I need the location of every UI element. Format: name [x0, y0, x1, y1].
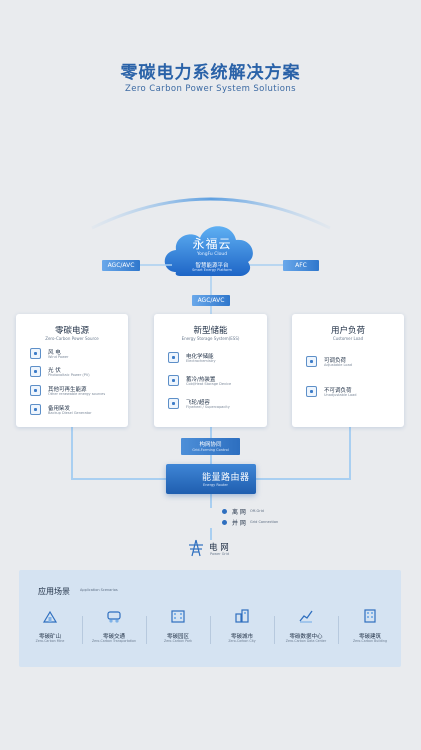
transport-icon [107, 611, 121, 623]
item-label-en: Photovoltaic Power (PV) [48, 373, 90, 377]
divider [274, 616, 275, 644]
cloud-name: 永福云 [192, 237, 232, 251]
item-label: 蓄冷/热装置 [186, 377, 216, 383]
power-grid-label-en: Power Grid [210, 552, 230, 556]
scenario-label-en: Zero-Carbon Park [164, 639, 192, 643]
page-title: 零碳电力系统解决方案 [120, 63, 301, 83]
sky-arc [91, 197, 331, 230]
scenario-label-en: Zero-Carbon City [228, 639, 256, 643]
item-label: 电化学储能 [186, 354, 214, 360]
divider [338, 616, 339, 644]
energy-router-label: 能量路由器 [202, 473, 250, 483]
grid-connection-label: 并 网 [232, 520, 246, 527]
item-label-en: Adjustable Load [324, 363, 352, 367]
off-grid-label-en: Off-Grid [250, 509, 264, 513]
item-label: 不可调负荷 [324, 388, 352, 394]
panel-title-en: Zero-Carbon Power Source [45, 336, 99, 341]
wind-icon [30, 348, 41, 359]
scenario-label-en: Zero-Carbon Building [353, 639, 387, 643]
energy-router-label-en: Energy Router [203, 483, 228, 487]
item-label-en: Unadjustable Load [324, 393, 357, 397]
item-label: 可调负荷 [324, 358, 347, 364]
item-label-en: Flywheel / Supercapacity [186, 405, 230, 409]
panel-customer-load: 用户负荷 Customer Load 可调负荷 Adjustable Load … [292, 314, 404, 427]
generator-icon [30, 404, 41, 415]
grid-connection-dot [222, 520, 227, 525]
panel-energy-storage: 新型储能 Energy Storage System(ESS) 电化学储能 El… [154, 314, 267, 427]
city-icon [235, 609, 249, 623]
off-grid-label: 离 网 [232, 509, 246, 516]
scenario-label-en: Zero-Carbon Transportation [91, 639, 137, 643]
divider [82, 616, 83, 644]
panel-title: 用户负荷 [330, 326, 365, 336]
scenario-label: 零碳交通 [102, 634, 125, 640]
scenario-label: 零碳建筑 [358, 634, 381, 640]
power-tower-icon [189, 539, 203, 557]
flywheel-icon [168, 398, 179, 409]
panel-title-en: Energy Storage System(ESS) [181, 336, 240, 341]
power-grid-label: 电 网 [209, 543, 229, 553]
battery-icon [168, 352, 179, 363]
grid-forming-box [181, 438, 240, 455]
cloud-subtitle-en: Smart Energy Platform [192, 268, 232, 272]
park-icon [171, 610, 185, 623]
panel-power-source: 零碳电源 Zero-Carbon Power Source 风 电 Wind P… [16, 314, 128, 427]
solar-icon [30, 366, 41, 377]
renewable-icon [30, 385, 41, 396]
grid-forming-label: 构网协同 [199, 442, 222, 448]
panel-title: 零碳电源 [54, 326, 89, 336]
divider [210, 616, 211, 644]
scenario-label-en: Zero-Carbon Data Center [285, 639, 327, 643]
item-label-en: Other renewable energy sources [48, 392, 106, 396]
scenario-label: 零碳城市 [230, 634, 253, 640]
cloud-subtitle: 智慧能源平台 [195, 263, 229, 269]
data-center-icon [299, 610, 313, 623]
cloud-name-en: YongFu Cloud [196, 252, 228, 257]
item-label: 其他可再生能源 [48, 387, 87, 393]
grid-connection-label-en: Grid Connection [250, 520, 279, 524]
item-label: 备用柴发 [48, 406, 71, 412]
panel-title-en: Customer Load [332, 336, 364, 341]
item-label-en: Backup Diesel Generator [48, 411, 92, 415]
application-scenarios-title: 应用场景 [38, 587, 70, 596]
energy-router-box [166, 464, 256, 494]
mine-icon [42, 610, 58, 623]
panel-title: 新型储能 [193, 326, 228, 336]
item-label-en: Wind Power [48, 355, 69, 359]
item-label: 风 电 [48, 350, 61, 356]
afc-tag: AFC [283, 260, 319, 271]
agc-avc-tag-center: AGC/AVC [192, 295, 230, 306]
off-grid-dot [222, 509, 227, 514]
scenario-label: 零碳矿山 [38, 634, 61, 640]
application-scenarios-title-en: Application Scenarios [80, 588, 118, 592]
cloud-shape [164, 226, 253, 276]
scenario-label: 零碳数据中心 [289, 634, 323, 640]
building-icon [364, 609, 376, 623]
item-label-en: Cold/Heat Storage Device [186, 382, 232, 386]
unadjustable-load-icon [306, 386, 317, 397]
scenario-label: 零碳园区 [166, 634, 189, 640]
item-label: 飞轮/超容 [186, 400, 210, 406]
adjustable-load-icon [306, 356, 317, 367]
page-subtitle: Zero Carbon Power System Solutions [124, 84, 297, 94]
thermal-storage-icon [168, 375, 179, 386]
scenario-label-en: Zero-Carbon Mine [35, 639, 65, 643]
item-label: 光 伏 [48, 368, 61, 374]
item-label-en: Electrochemistry [186, 359, 216, 363]
grid-forming-label-en: Grid-Forming Control [192, 448, 229, 452]
agc-avc-tag-left: AGC/AVC [102, 260, 140, 271]
divider [146, 616, 147, 644]
